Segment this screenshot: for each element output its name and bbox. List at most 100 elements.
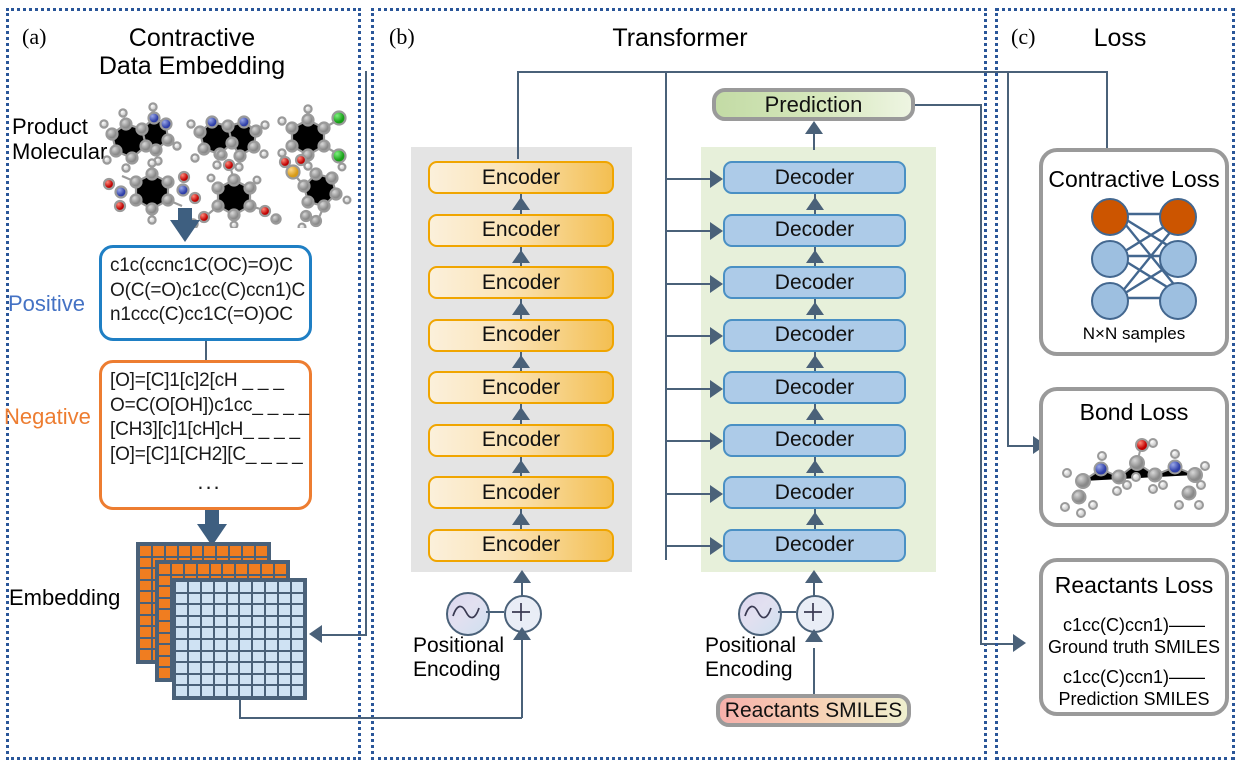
decoder-to-prediction-arrow — [805, 121, 823, 134]
encoder-link-arrow — [512, 197, 530, 210]
embedding-cell — [253, 582, 265, 592]
decoder-link-arrow — [805, 459, 824, 473]
embedding-cell — [176, 616, 187, 627]
reactants-loss-ground-truth-smiles: c1cc(C)ccn1)—— — [1062, 615, 1205, 635]
embedding-cell — [165, 546, 177, 556]
encoder-to-decoder-feed-arrow — [710, 537, 723, 555]
embedding-cell — [279, 640, 291, 650]
encoder-block[interactable]: Encoder — [428, 528, 614, 562]
embedding-cell — [227, 640, 239, 650]
embedding-cell — [176, 686, 187, 696]
embedding-cell — [140, 604, 151, 614]
decoder-block[interactable]: Decoder — [723, 318, 906, 352]
decoder-link-arrow — [805, 197, 824, 210]
embedding-cell — [188, 628, 200, 638]
prediction-box[interactable]: Prediction — [712, 88, 915, 121]
embedding-cell — [188, 605, 200, 615]
encoder-block[interactable]: Encoder — [428, 423, 614, 457]
embedding-cell — [214, 674, 226, 685]
embedding-cell — [159, 622, 170, 632]
embedding-cell — [292, 628, 303, 638]
embedding-cell — [266, 628, 278, 638]
decoder-block[interactable]: Decoder — [723, 371, 906, 404]
embedding-cell — [227, 605, 239, 615]
encoder-block[interactable]: Encoder — [428, 266, 614, 299]
encoder-block[interactable]: Encoder — [428, 476, 614, 509]
embedding-cell — [140, 650, 151, 660]
embedding-feedback-arrow — [309, 625, 322, 643]
decoder-block[interactable]: Decoder — [723, 476, 906, 509]
decoder-block[interactable]: Decoder — [723, 266, 906, 299]
contractive-node-blue-bottom-left — [1091, 282, 1129, 320]
embedding-cell — [230, 546, 242, 556]
encoder-block[interactable]: Encoder — [428, 318, 614, 352]
negative-smiles-ellipsis: ... — [197, 468, 222, 494]
encoder-block[interactable]: Encoder — [428, 213, 614, 247]
embedding-cell — [188, 663, 200, 673]
embedding-cell — [253, 674, 265, 685]
embedding-cell — [201, 616, 213, 627]
embedding-cell — [253, 651, 265, 662]
reactants-loss-ground-truth-label: Ground truth SMILES — [1047, 637, 1221, 657]
embedding-cell — [253, 628, 265, 638]
embedding-cell — [240, 651, 252, 662]
encoder-link-arrow — [512, 407, 530, 420]
encoder-block[interactable]: Encoder — [428, 371, 614, 404]
embedding-cell — [256, 546, 267, 556]
embedding-cell — [227, 674, 239, 685]
embedding-cell — [159, 575, 170, 586]
encoder-to-decoder-feed-line — [665, 230, 713, 232]
embedding-cell — [214, 628, 226, 638]
panel-a — [6, 8, 361, 760]
embedding-cell — [227, 582, 239, 592]
embedding-feedback-line — [322, 634, 367, 636]
embedding-grid-blue-front — [172, 578, 307, 700]
encoder-to-decoder-feed-arrow — [710, 432, 723, 450]
embedding-cell — [292, 674, 303, 685]
embedding-cell — [159, 656, 170, 667]
contractive-node-blue-bottom-right — [1159, 282, 1197, 320]
embedding-cell — [236, 564, 248, 574]
embedding-cell — [201, 686, 213, 696]
decoder-link-arrow — [805, 354, 824, 368]
embedding-cell — [253, 593, 265, 604]
product-molecular-label: Product Molecular — [12, 114, 108, 165]
embedding-cell — [227, 616, 239, 627]
positive-smiles-box: c1c(ccnc1C(OC)=O)C O(C(=O)c1cc(C)ccn1)C … — [99, 245, 312, 341]
embedding-cell — [253, 686, 265, 696]
panel-a-letter: (a) — [22, 24, 47, 49]
embedding-cell — [140, 569, 151, 579]
embedding-cell — [176, 582, 187, 592]
embedding-cell — [279, 663, 291, 673]
embedding-feedback-riser — [365, 71, 367, 635]
embedding-cell — [140, 546, 151, 556]
embedding-cell — [279, 628, 291, 638]
contractive-node-blue-mid-left — [1091, 240, 1129, 278]
decoder-block[interactable]: Decoder — [723, 213, 906, 247]
embedding-cell — [214, 640, 226, 650]
embedding-cell — [159, 645, 170, 655]
embedding-cell — [184, 564, 196, 574]
encoder-to-decoder-feed-line — [665, 177, 713, 180]
decoder-block[interactable]: Decoder — [723, 423, 906, 457]
encoder-plus-circle — [504, 595, 542, 633]
decoder-block[interactable]: Decoder — [723, 161, 906, 194]
reactants-loss-input-arrow — [1013, 634, 1026, 652]
embedding-cell — [262, 564, 274, 574]
decoder-link-arrow — [805, 407, 824, 420]
reactants-smiles-box[interactable]: Reactants SMILES — [716, 694, 911, 727]
encoder-to-decoder-feed-line — [665, 335, 713, 337]
embedding-cell — [201, 593, 213, 604]
encoder-bus-to-contractive-loss — [1106, 71, 1108, 184]
encoder-block[interactable]: Encoder — [428, 161, 614, 194]
embedding-cell — [140, 557, 151, 568]
encoder-pe-to-stack-line — [521, 583, 523, 603]
encoder-output-riser — [517, 71, 519, 159]
decoder-to-prediction-line — [813, 124, 815, 150]
embedding-cell — [227, 593, 239, 604]
decoder-block[interactable]: Decoder — [723, 528, 906, 562]
decoder-input-arrow — [805, 570, 823, 583]
embedding-cell — [210, 564, 222, 574]
embedding-cell — [204, 546, 216, 556]
